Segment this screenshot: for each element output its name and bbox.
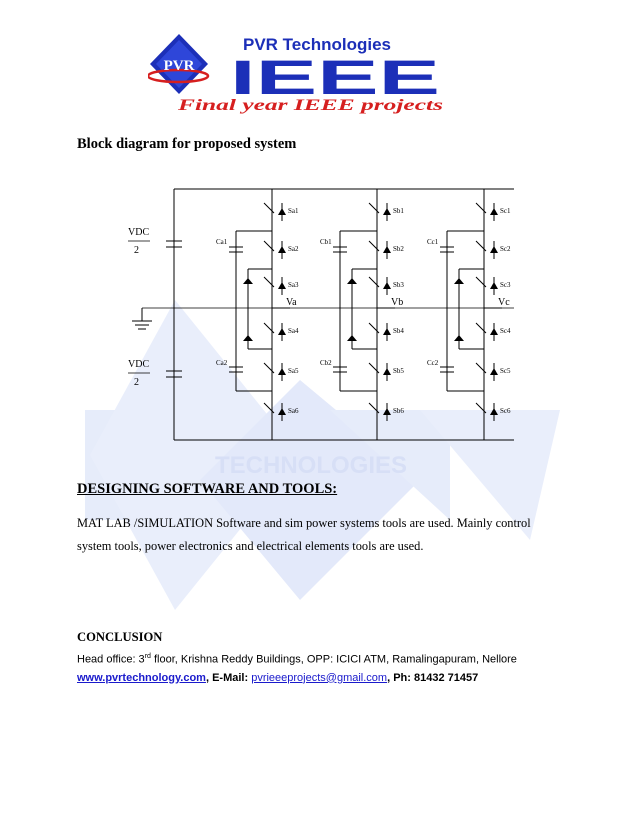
links-line: www.pvrtechnology.com, E-Mail: pvrieeepr… — [77, 669, 517, 687]
phone-text: , Ph: 81432 71457 — [387, 671, 479, 684]
switch-blade — [475, 276, 487, 288]
vdc-label-top: VDC — [128, 227, 149, 238]
switch-label: Sc4 — [500, 327, 511, 335]
switch-label: Sb6 — [393, 407, 404, 415]
logo-tagline: Final year IEEE projects — [176, 97, 443, 114]
switch-label: Sb4 — [393, 327, 404, 335]
switch-blade — [263, 322, 275, 334]
tools-line-2: system tools, power electronics and elec… — [77, 539, 424, 553]
diode-icon — [454, 278, 464, 284]
switch-blade — [368, 202, 380, 214]
tools-paragraph: MAT LAB /SIMULATION Software and sim pow… — [77, 512, 563, 558]
switch-blade — [263, 240, 275, 252]
conclusion-title: CONCLUSION — [77, 630, 163, 644]
switch-blade — [263, 202, 275, 214]
website-link[interactable]: www.pvrtechnology.com — [77, 671, 206, 684]
cap-label-lower: Ca2 — [216, 359, 228, 367]
tools-title: DESIGNING SOFTWARE AND TOOLS: — [77, 481, 338, 497]
address-post: floor, Krishna Reddy Buildings, OPP: ICI… — [150, 653, 517, 666]
switch-label: Sb3 — [393, 281, 404, 289]
cap-label-lower: Cc2 — [427, 359, 439, 367]
logo-badge: PVR — [164, 58, 195, 74]
switch-label: Sc1 — [500, 207, 511, 215]
switch-label: Sc3 — [500, 281, 511, 289]
diagram-heading: Block diagram for proposed system — [77, 136, 297, 152]
address-pre: Head office: 3 — [77, 653, 145, 666]
switch-blade — [263, 402, 275, 414]
switch-blade — [263, 276, 275, 288]
switch-blade — [475, 240, 487, 252]
vdc-two-top: 2 — [134, 245, 139, 256]
diode-icon — [347, 335, 357, 341]
diode-icon — [454, 335, 464, 341]
switch-label: Sa5 — [288, 367, 299, 375]
switch-label: Sc6 — [500, 407, 511, 415]
logo-ieee: IEEE — [230, 52, 440, 105]
output-label: Vc — [498, 297, 510, 308]
output-label: Va — [286, 297, 297, 308]
company-logo: PVR PVR Technologies IEEE Final year IEE… — [146, 34, 448, 114]
switch-blade — [475, 402, 487, 414]
switch-blade — [475, 202, 487, 214]
address-line: Head office: 3rd floor, Krishna Reddy Bu… — [77, 648, 517, 669]
switch-blade — [368, 240, 380, 252]
vdc-label-bottom: VDC — [128, 359, 149, 370]
contact-block: Head office: 3rd floor, Krishna Reddy Bu… — [77, 648, 517, 687]
vdc-two-bottom: 2 — [134, 377, 139, 388]
switch-blade — [475, 362, 487, 374]
switch-blade — [368, 322, 380, 334]
watermark-text: TECHNOLOGIES — [215, 452, 407, 479]
address-sup: rd — [144, 653, 151, 660]
diode-icon — [243, 278, 253, 284]
cap-label-upper: Cc1 — [427, 238, 439, 246]
switch-label: Sa2 — [288, 245, 299, 253]
cap-label-lower: Cb2 — [320, 359, 332, 367]
switch-blade — [475, 322, 487, 334]
email-link[interactable]: pvrieeeprojects@gmail.com — [251, 671, 388, 684]
output-label: Vb — [391, 297, 403, 308]
diode-icon — [243, 335, 253, 341]
switch-label: Sa4 — [288, 327, 299, 335]
switch-blade — [368, 362, 380, 374]
switch-label: Sa3 — [288, 281, 299, 289]
cap-label-upper: Ca1 — [216, 238, 228, 246]
switch-blade — [368, 402, 380, 414]
email-label: , E-Mail: — [205, 671, 252, 684]
cap-label-upper: Cb1 — [320, 238, 332, 246]
tools-line-1: MAT LAB /SIMULATION Software and sim pow… — [77, 516, 531, 530]
switch-label: Sa1 — [288, 207, 299, 215]
switch-label: Sa6 — [288, 407, 299, 415]
switch-blade — [368, 276, 380, 288]
switch-label: Sb2 — [393, 245, 404, 253]
diode-icon — [347, 278, 357, 284]
switch-label: Sb1 — [393, 207, 404, 215]
switch-label: Sc2 — [500, 245, 511, 253]
switch-blade — [263, 362, 275, 374]
switch-label: Sb5 — [393, 367, 404, 375]
logo-company: PVR Technologies — [243, 35, 391, 54]
switch-label: Sc5 — [500, 367, 511, 375]
